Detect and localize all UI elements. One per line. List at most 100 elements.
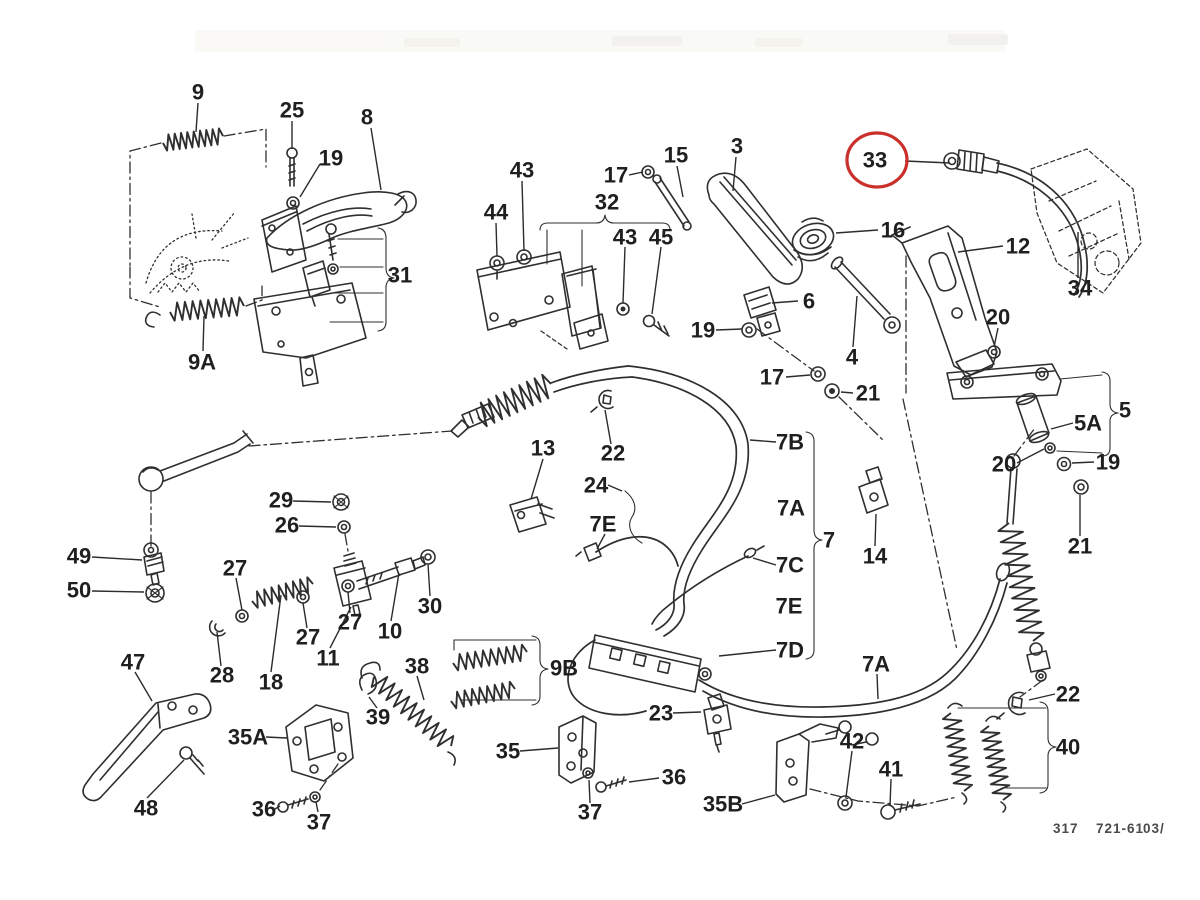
leader-line <box>519 747 559 752</box>
part-label-7E[interactable]: 7E <box>590 512 617 537</box>
part-label-9B[interactable]: 9B <box>550 656 578 681</box>
part-label-9A[interactable]: 9A <box>188 350 216 375</box>
highlight-circle-33[interactable] <box>845 131 909 189</box>
part-label-16[interactable]: 16 <box>881 218 905 243</box>
part-label-32[interactable]: 32 <box>595 190 619 215</box>
part-label-33[interactable]: 33 <box>863 148 887 173</box>
part-label-4[interactable]: 4 <box>846 345 859 370</box>
leader-line <box>889 778 892 807</box>
part-label-48[interactable]: 48 <box>134 796 158 821</box>
part-label-17[interactable]: 17 <box>760 365 784 390</box>
part-label-19[interactable]: 19 <box>691 318 715 343</box>
part-label-7D[interactable]: 7D <box>776 638 804 663</box>
part-label-26[interactable]: 26 <box>275 513 299 538</box>
leader-line <box>622 246 626 304</box>
part-label-5[interactable]: 5 <box>1119 398 1131 423</box>
part-label-9[interactable]: 9 <box>192 80 204 105</box>
assembly-handbrake-lever <box>129 128 417 387</box>
part-label-20[interactable]: 20 <box>986 305 1010 330</box>
part-label-15[interactable]: 15 <box>664 143 688 168</box>
part-label-7A[interactable]: 7A <box>777 496 805 521</box>
part-label-40[interactable]: 40 <box>1056 735 1080 760</box>
part-label-10[interactable]: 10 <box>378 619 402 644</box>
part-label-7C[interactable]: 7C <box>776 553 804 578</box>
coil-springs <box>162 127 1045 801</box>
leader-line <box>292 500 332 503</box>
drawing-number-page: 721-61 <box>1096 821 1144 836</box>
part-label-21[interactable]: 21 <box>856 381 880 406</box>
part-label-25[interactable]: 25 <box>280 98 304 123</box>
leader-line <box>874 513 877 547</box>
part-label-13[interactable]: 13 <box>531 436 555 461</box>
part-label-50[interactable]: 50 <box>67 578 91 603</box>
coil-spring <box>941 712 974 792</box>
coil-spring <box>477 373 552 428</box>
part-label-39[interactable]: 39 <box>366 705 390 730</box>
part-label-23[interactable]: 23 <box>649 701 673 726</box>
part-label-6[interactable]: 6 <box>803 289 815 314</box>
leader-line <box>530 458 544 500</box>
part-label-42[interactable]: 42 <box>840 729 864 754</box>
drawing-number: 317 721-61 03/ <box>1053 821 1164 836</box>
leader-line <box>1028 693 1056 701</box>
part-label-19[interactable]: 19 <box>319 146 343 171</box>
part-label-7A[interactable]: 7A <box>862 652 890 677</box>
part-label-41[interactable]: 41 <box>879 757 903 782</box>
part-label-45[interactable]: 45 <box>649 225 673 250</box>
part-label-31[interactable]: 31 <box>388 263 412 288</box>
part-label-5A[interactable]: 5A <box>1074 411 1102 436</box>
leader-line <box>270 594 282 673</box>
part-label-49[interactable]: 49 <box>67 544 91 569</box>
leader-line <box>390 572 400 622</box>
part-label-27[interactable]: 27 <box>296 625 320 650</box>
part-label-27[interactable]: 27 <box>338 610 362 635</box>
part-label-3[interactable]: 3 <box>731 134 743 159</box>
part-label-30[interactable]: 30 <box>418 594 442 619</box>
part-label-36[interactable]: 36 <box>662 765 686 790</box>
part-label-29[interactable]: 29 <box>269 488 293 513</box>
drawing-number-group: 317 <box>1053 821 1079 836</box>
part-label-19[interactable]: 19 <box>1096 450 1120 475</box>
part-label-24[interactable]: 24 <box>584 473 609 498</box>
assembly-front-cable <box>138 365 633 603</box>
part-label-47[interactable]: 47 <box>121 650 145 675</box>
part-label-34[interactable]: 34 <box>1068 276 1093 301</box>
part-label-44[interactable]: 44 <box>484 200 509 225</box>
part-label-43[interactable]: 43 <box>613 225 637 250</box>
part-label-20[interactable]: 20 <box>992 452 1016 477</box>
part-label-38[interactable]: 38 <box>405 654 429 679</box>
part-label-36[interactable]: 36 <box>252 797 276 822</box>
part-label-7B[interactable]: 7B <box>776 430 804 455</box>
leader-line <box>195 102 199 133</box>
part-label-7[interactable]: 7 <box>823 528 835 553</box>
leader-line <box>845 750 853 798</box>
part-label-35[interactable]: 35 <box>496 739 520 764</box>
part-label-37[interactable]: 37 <box>578 800 602 825</box>
part-label-11[interactable]: 11 <box>316 646 339 671</box>
part-label-37[interactable]: 37 <box>307 810 331 835</box>
leader-line <box>91 590 145 593</box>
leader-line <box>749 439 777 443</box>
part-label-35B[interactable]: 35B <box>703 792 743 817</box>
part-label-27[interactable]: 27 <box>223 556 247 581</box>
part-label-28[interactable]: 28 <box>210 663 234 688</box>
part-label-35A[interactable]: 35A <box>228 725 268 750</box>
assembly-harness <box>567 365 1011 753</box>
leader-line <box>604 409 612 445</box>
leader-lines <box>91 102 1095 813</box>
part-label-14[interactable]: 14 <box>863 544 888 569</box>
leader-line <box>785 374 811 378</box>
part-label-43[interactable]: 43 <box>510 158 534 183</box>
part-label-21[interactable]: 21 <box>1068 534 1092 559</box>
part-label-8[interactable]: 8 <box>361 105 373 130</box>
part-label-18[interactable]: 18 <box>259 670 283 695</box>
part-label-7E[interactable]: 7E <box>776 594 803 619</box>
part-label-22[interactable]: 22 <box>1056 682 1080 707</box>
part-label-22[interactable]: 22 <box>601 441 625 466</box>
leader-line <box>202 315 205 352</box>
leader-line <box>235 577 243 611</box>
leader-line <box>298 525 337 528</box>
part-label-12[interactable]: 12 <box>1006 234 1030 259</box>
part-label-17[interactable]: 17 <box>604 163 628 188</box>
leader-line <box>370 127 382 191</box>
